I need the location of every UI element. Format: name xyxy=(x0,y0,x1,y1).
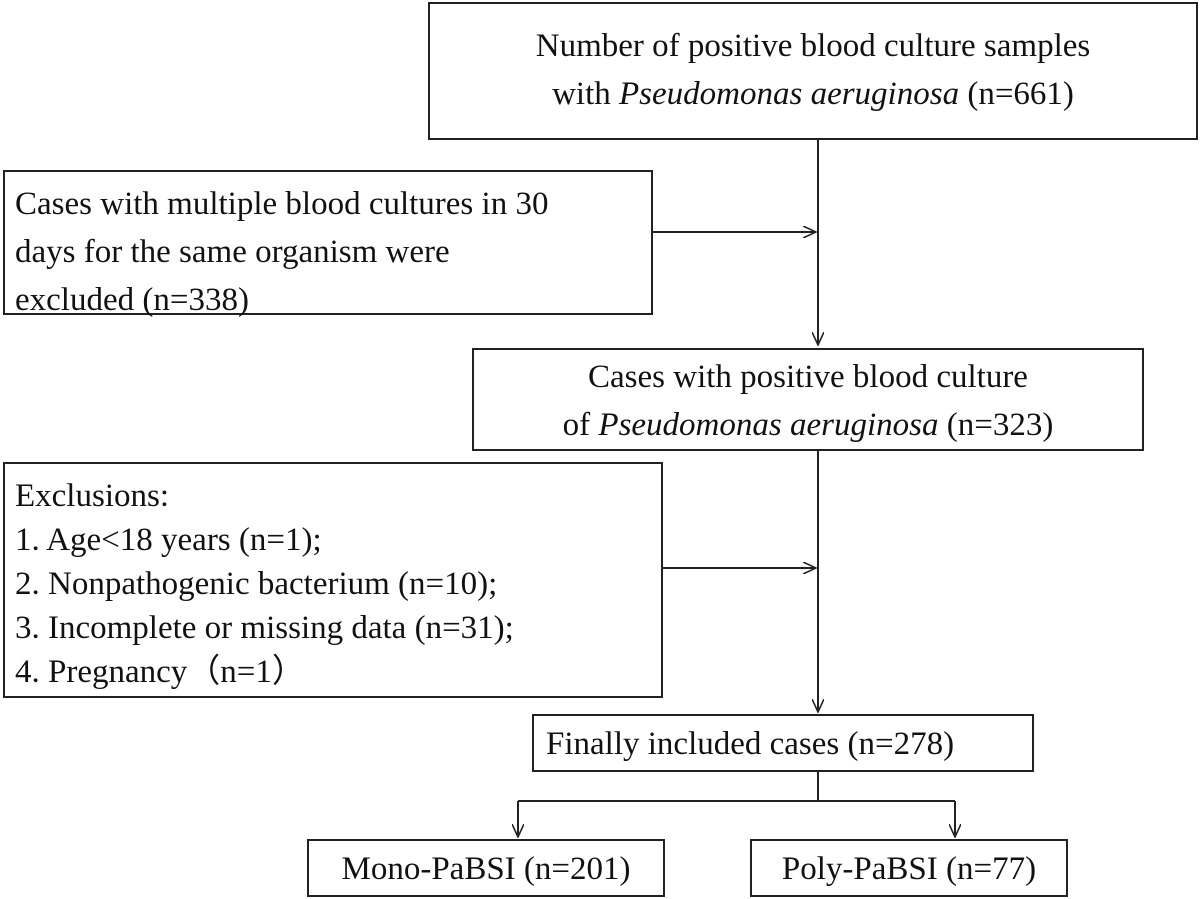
total-line-2: with Pseudomonas aeruginosa (n=661) xyxy=(552,76,1074,112)
poly-pabsi-label: Poly-PaBSI (n=77) xyxy=(781,851,1037,887)
exclusion-item-1: 1. Age<18 years (n=1); xyxy=(15,522,322,558)
final-cases-box: Finally included cases (n=278) xyxy=(532,714,1034,772)
poly-pabsi-box: Poly-PaBSI (n=77) xyxy=(750,839,1068,897)
mono-pabsi-label: Mono-PaBSI (n=201) xyxy=(341,851,631,887)
excluded-line-2: days for the same organism were xyxy=(15,234,450,270)
total-samples-box: Number of positive blood culture samples… xyxy=(428,2,1198,140)
exclusion-item-2: 2. Nonpathogenic bacterium (n=10); xyxy=(15,566,498,602)
exclusions-title: Exclusions: xyxy=(15,478,169,514)
positive-line-2: of Pseudomonas aeruginosa (n=323) xyxy=(562,407,1054,443)
exclusion-item-4: 4. Pregnancy（n=1） xyxy=(15,654,305,690)
positive-cases-box: Cases with positive blood culture of Pse… xyxy=(472,348,1144,451)
mono-pabsi-box: Mono-PaBSI (n=201) xyxy=(307,839,665,897)
positive-line-1: Cases with positive blood culture xyxy=(588,359,1028,395)
exclusion-item-3: 3. Incomplete or missing data (n=31); xyxy=(15,610,514,646)
final-cases-label: Finally included cases (n=278) xyxy=(546,726,955,762)
exclusions-box: Exclusions: 1. Age<18 years (n=1); 2. No… xyxy=(3,462,663,698)
excluded-multiple-box: Cases with multiple blood cultures in 30… xyxy=(3,170,653,318)
total-line-1: Number of positive blood culture samples xyxy=(535,28,1091,64)
excluded-line-3: excluded (n=338) xyxy=(15,282,249,318)
excluded-line-1: Cases with multiple blood cultures in 30 xyxy=(15,186,549,222)
